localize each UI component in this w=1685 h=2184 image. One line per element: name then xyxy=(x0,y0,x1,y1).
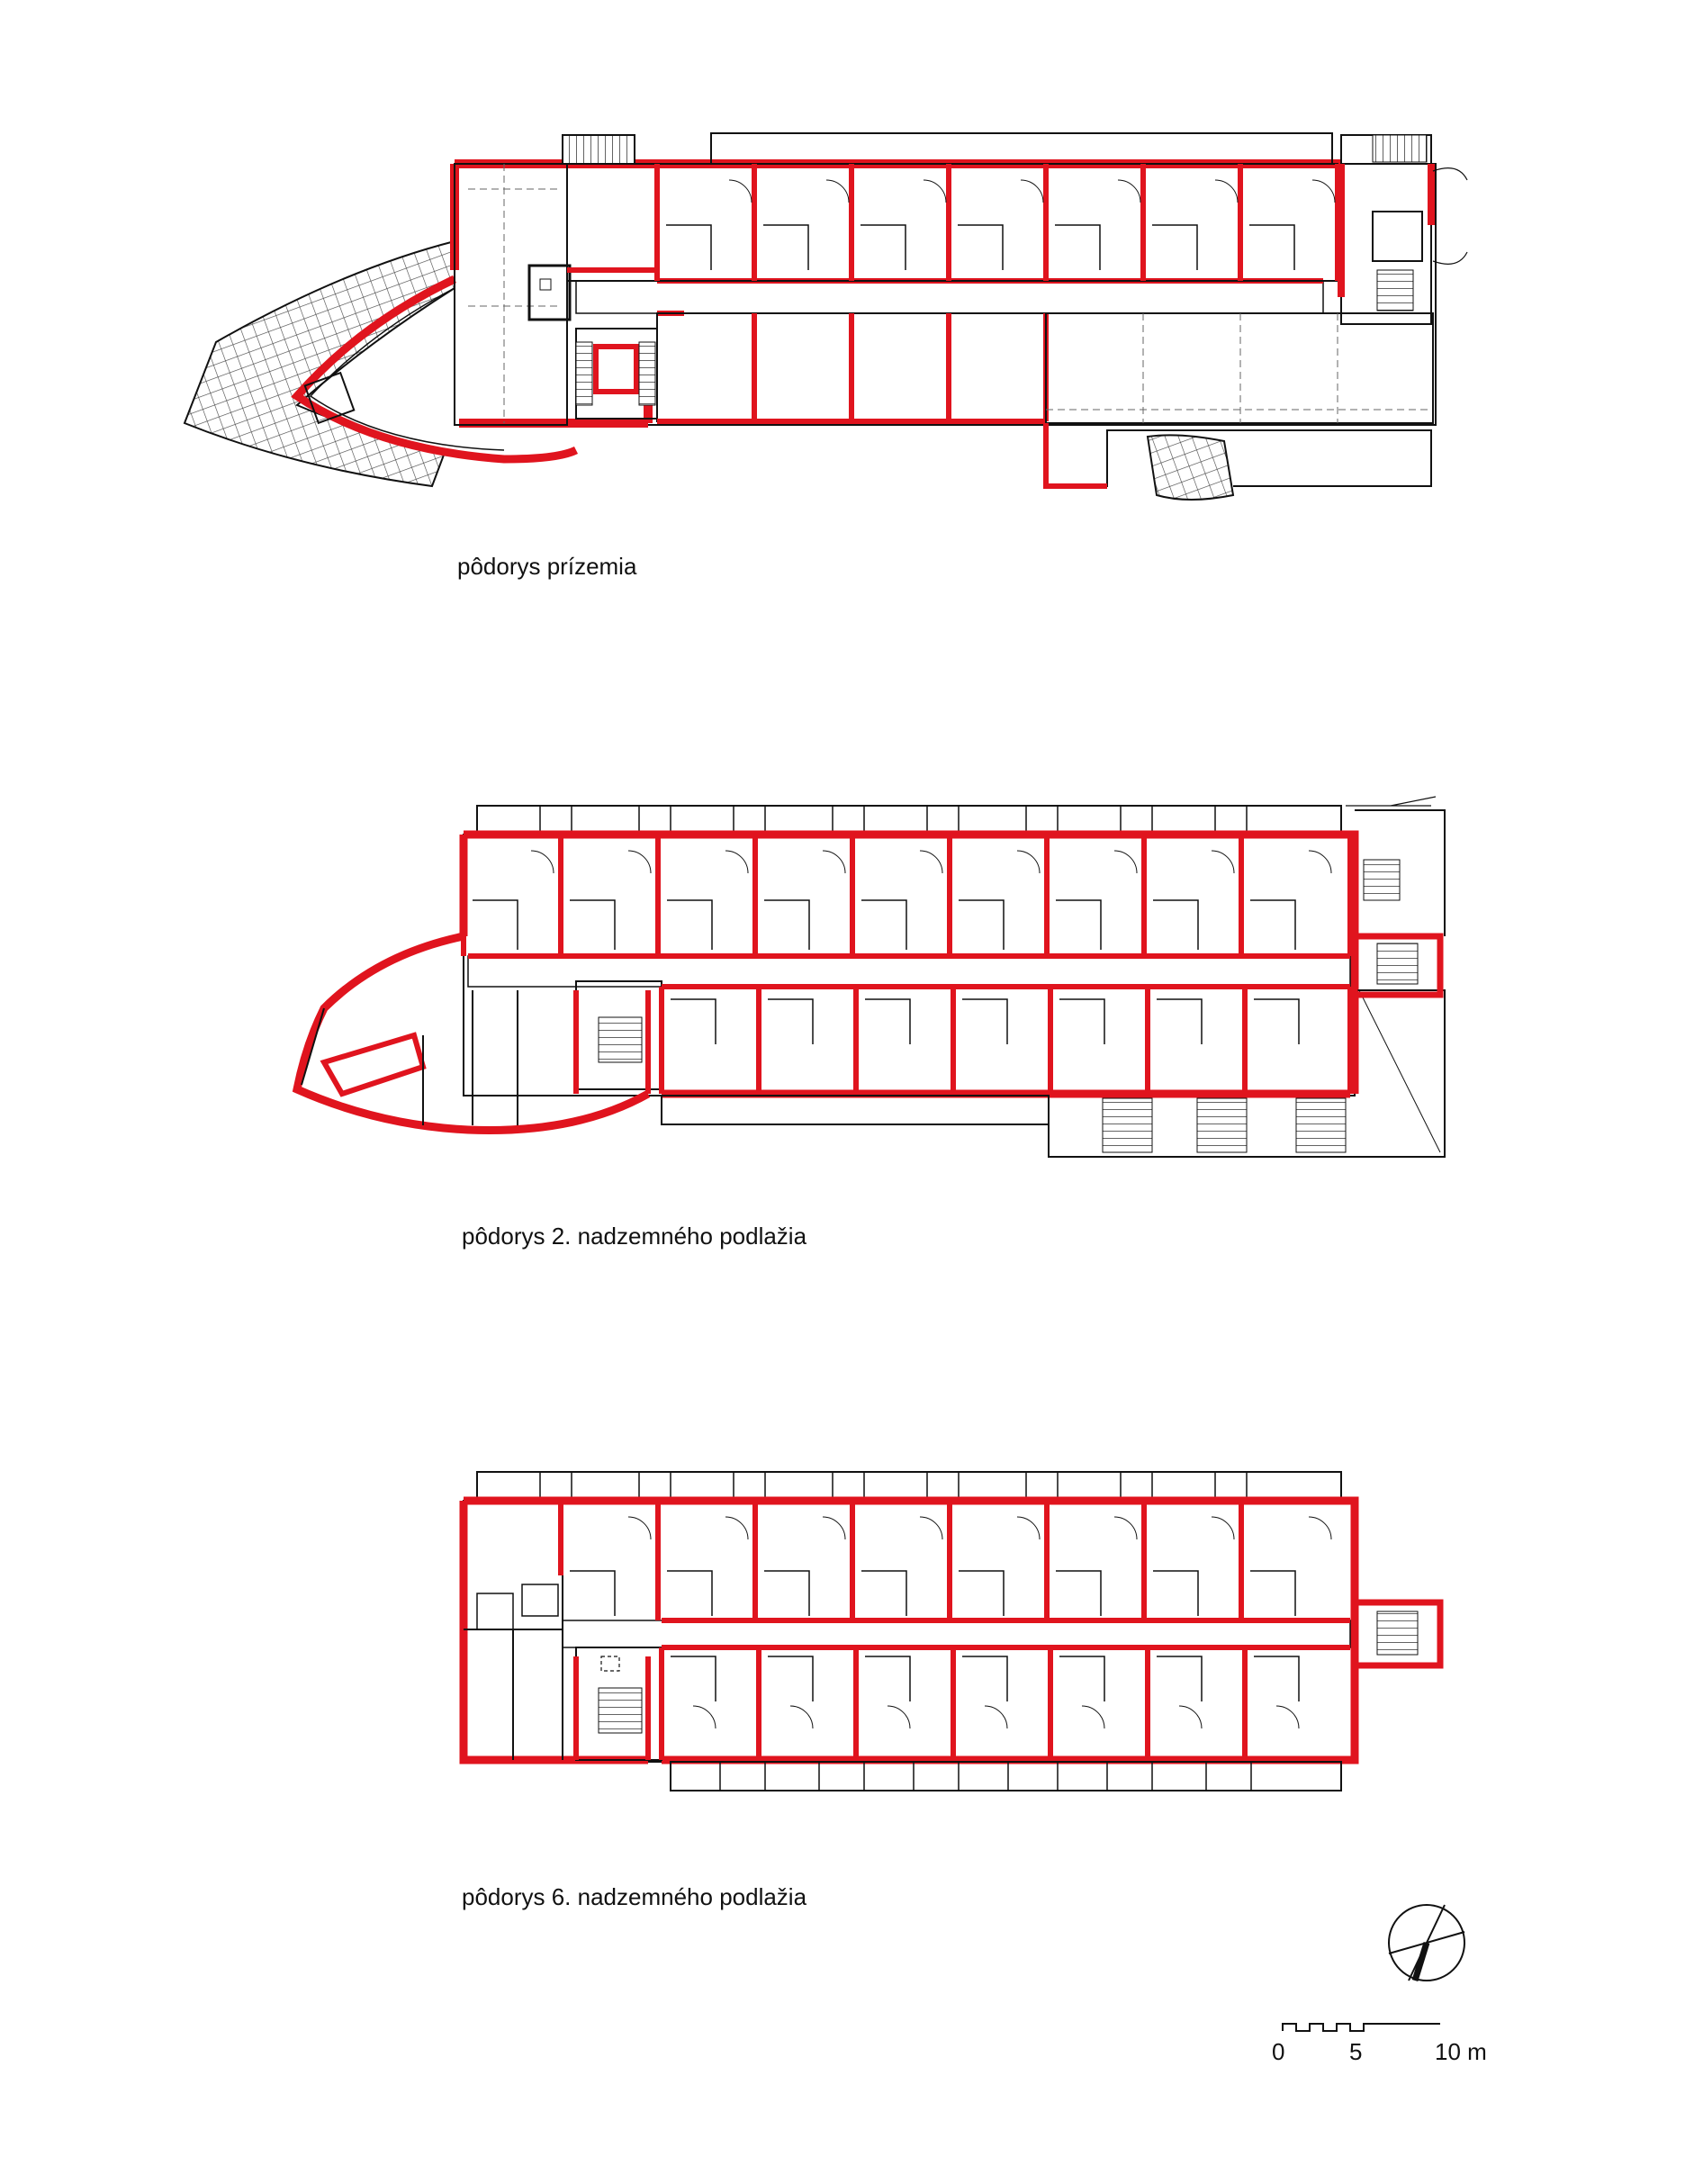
scale-label-0: 0 xyxy=(1272,2038,1285,2065)
scale-bar xyxy=(1282,2023,1440,2032)
second-floor-plan xyxy=(292,796,1446,1158)
floor2-east-stair xyxy=(1351,933,1444,998)
ground-floor-caption: pôdorys prízemia xyxy=(457,553,637,580)
sixth-floor-caption: pôdorys 6. nadzemného podlažia xyxy=(462,1883,807,1910)
ground-main-outline xyxy=(454,163,1437,426)
floor6-south-rooms xyxy=(659,1647,1300,1760)
ground-floor-plan xyxy=(183,132,1468,501)
lobby-hall xyxy=(454,163,568,426)
ground-north-rooms xyxy=(654,163,1340,282)
floor6-corridor xyxy=(562,1620,1351,1648)
floor2-south-rooms xyxy=(659,987,1353,1098)
second-floor-caption: pôdorys 2. nadzemného podlažia xyxy=(462,1223,807,1250)
sixth-floor-plan xyxy=(459,1471,1444,1791)
floor2-curved-wing xyxy=(292,932,651,1134)
ground-south-rooms xyxy=(656,312,1434,501)
terrace-hatched-area xyxy=(183,239,455,488)
floor6-north-rooms xyxy=(558,1501,1332,1620)
wc-block xyxy=(527,264,572,321)
north-arrow-icon xyxy=(1388,1904,1465,1982)
kiosk xyxy=(303,371,356,425)
scale-label-10m: 10 m xyxy=(1435,2038,1487,2065)
lobby-curved-wall xyxy=(291,275,579,464)
scale-label-5: 5 xyxy=(1349,2038,1363,2065)
floor6-east-stair xyxy=(1351,1599,1444,1669)
ground-corridor xyxy=(575,280,1324,314)
floor2-main-outline xyxy=(463,834,1356,1097)
floor2-north-rooms xyxy=(461,835,1353,956)
